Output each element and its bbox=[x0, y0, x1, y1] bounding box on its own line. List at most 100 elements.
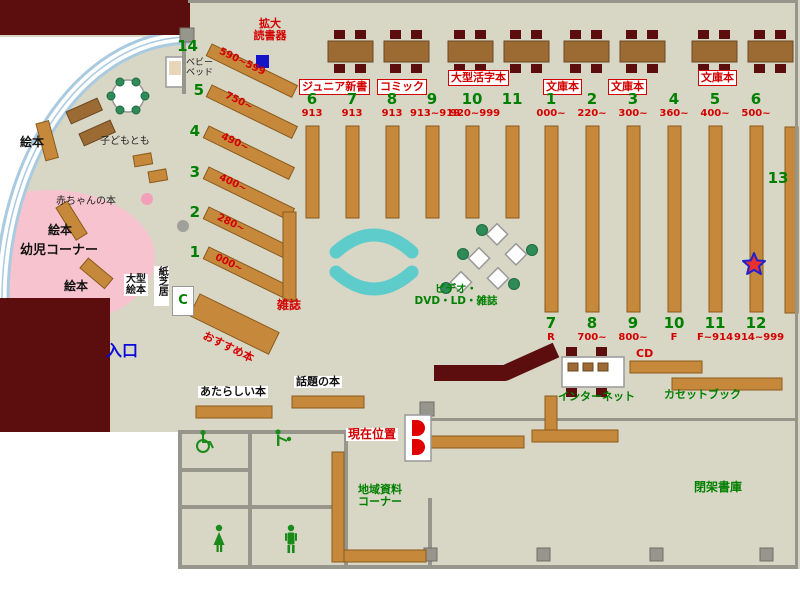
shelf-range: 913~919 bbox=[410, 108, 461, 119]
cd-shelf bbox=[629, 360, 703, 374]
stack-shelves-right-group bbox=[544, 125, 764, 313]
shelf-number: 4 bbox=[668, 90, 680, 108]
recommended-books-shelf bbox=[188, 293, 280, 355]
low-shelf bbox=[427, 435, 525, 449]
shelf-range: 914~999 bbox=[734, 332, 785, 343]
shelf-range: R bbox=[547, 332, 555, 343]
shelf-number: 2 bbox=[586, 90, 598, 108]
shelf-range: 220~ bbox=[577, 108, 607, 119]
kids-stool bbox=[141, 193, 153, 205]
shelf-range: F bbox=[670, 332, 678, 343]
shelf-range: 913 bbox=[381, 108, 403, 119]
top-wall-block bbox=[0, 0, 190, 35]
cassette-shelf bbox=[671, 377, 783, 391]
shelf-range: 500~ bbox=[741, 108, 771, 119]
cd-label: CD bbox=[636, 347, 654, 360]
floor-area bbox=[178, 430, 800, 569]
shelf-number: 11 bbox=[704, 314, 726, 332]
shelf-range: 800~ bbox=[618, 332, 648, 343]
service-counter bbox=[434, 342, 560, 381]
shelf-number: 8 bbox=[586, 314, 598, 332]
local-materials-shelves bbox=[331, 451, 427, 563]
closed-stacks-label: 閉架書庫 bbox=[694, 480, 743, 494]
shelf-range: 400~ bbox=[700, 108, 730, 119]
category-label: 文庫本 bbox=[543, 79, 582, 95]
shelf-number: 4 bbox=[189, 122, 200, 140]
category-label: 文庫本 bbox=[608, 79, 647, 95]
video-corner-label: ビデオ・ DVD・LD・雑誌 bbox=[414, 283, 498, 307]
shelf-number: 9 bbox=[426, 90, 438, 108]
current-location-icon bbox=[404, 414, 432, 462]
curved-glass-wall bbox=[0, 29, 191, 301]
shelf-number: 7 bbox=[545, 314, 557, 332]
kodomo-tomo-label: 子どもとも bbox=[100, 136, 150, 147]
picture-book-wall-shelves bbox=[35, 120, 114, 290]
womens-toilet-icon bbox=[213, 524, 225, 552]
internet-table bbox=[561, 347, 625, 397]
kids-round-table bbox=[106, 77, 150, 115]
shelf-number: 3 bbox=[627, 90, 639, 108]
picture-books-label: 絵本 bbox=[64, 279, 89, 293]
c-icon: C bbox=[172, 286, 194, 316]
shelf-range: 700~ bbox=[577, 332, 607, 343]
shelf-range: 913 bbox=[341, 108, 363, 119]
kids-tables bbox=[65, 97, 169, 184]
category-label: ジュニア新書 bbox=[299, 79, 371, 95]
shelf-number: 7 bbox=[346, 90, 358, 108]
shelf-number: 1 bbox=[545, 90, 557, 108]
curved-benches bbox=[329, 228, 419, 296]
category-label: 文庫本 bbox=[698, 70, 737, 86]
kamishibai-label: 紙芝居 bbox=[154, 266, 170, 306]
infant-corner-label: 幼児コーナー bbox=[20, 243, 99, 258]
shelf-range: 000~ bbox=[536, 108, 566, 119]
pillars bbox=[179, 27, 774, 562]
category-label: 大型活字本 bbox=[448, 70, 509, 86]
reading-tables bbox=[327, 30, 794, 73]
study-carrels bbox=[440, 222, 538, 294]
round-pillar bbox=[177, 220, 189, 232]
shelf-number: 5 bbox=[193, 81, 204, 99]
large-picture-books-label: 大型 絵本 bbox=[124, 274, 148, 297]
topic-books-label: 話題の本 bbox=[294, 375, 342, 389]
baby-changing-icon bbox=[275, 429, 292, 446]
local-materials-label: 地域資料 コーナー bbox=[358, 483, 402, 509]
stack-shelves-left-group bbox=[305, 125, 520, 219]
infant-corner-zone bbox=[0, 190, 155, 326]
shelf-range: 913 bbox=[301, 108, 323, 119]
cassette-book-label: カセットブック bbox=[664, 388, 741, 401]
shelf-range: F~914 bbox=[696, 332, 734, 343]
entrance-label: 入口 bbox=[106, 341, 139, 360]
shelf-number: 13 bbox=[767, 169, 789, 187]
current-location-label: 現在位置 bbox=[346, 427, 399, 442]
baby-bed-label: ベビー ベッド bbox=[186, 58, 214, 79]
magnifier-device-icon bbox=[256, 55, 269, 68]
shelf-number: 9 bbox=[627, 314, 639, 332]
category-label: コミック bbox=[377, 79, 427, 95]
low-shelf bbox=[531, 429, 619, 443]
wheelchair-icon bbox=[196, 429, 214, 453]
topic-books-shelf bbox=[291, 395, 365, 409]
mens-toilet-icon bbox=[285, 524, 297, 553]
shelf-range: 300~ bbox=[618, 108, 648, 119]
outside-area bbox=[0, 37, 190, 300]
shelf-number: 8 bbox=[386, 90, 398, 108]
shelf-range: 920~999 bbox=[450, 108, 501, 119]
magazines-label: 雑誌 bbox=[277, 298, 302, 312]
star-icon bbox=[742, 252, 766, 275]
shelf-number: 10 bbox=[461, 90, 483, 108]
picture-books-label: 絵本 bbox=[20, 135, 45, 149]
magnifier-label: 拡大 読書器 bbox=[253, 17, 287, 43]
shelf-number: 3 bbox=[189, 163, 200, 181]
shelf-number: 12 bbox=[745, 314, 767, 332]
shelf-number: 14 bbox=[177, 37, 198, 55]
shelf-number: 11 bbox=[501, 90, 523, 108]
shelf-number: 5 bbox=[709, 90, 721, 108]
shelf-number: 1 bbox=[189, 243, 200, 261]
shelf-number: 10 bbox=[663, 314, 685, 332]
shelf-range: 360~ bbox=[659, 108, 689, 119]
picture-books-label: 絵本 bbox=[48, 223, 73, 237]
left-wall-block bbox=[0, 298, 110, 432]
walls bbox=[178, 0, 798, 569]
